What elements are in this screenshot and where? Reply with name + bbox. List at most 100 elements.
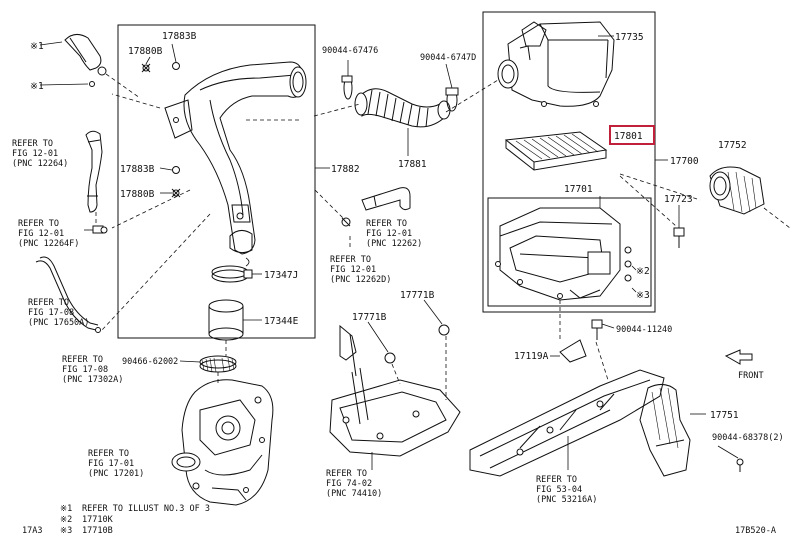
svg-text:REFER TO: REFER TO xyxy=(18,219,59,229)
legend-text-2: 17710K xyxy=(82,515,114,525)
legend-text-3: 17710B xyxy=(82,526,113,536)
bracket-17119a xyxy=(550,339,587,363)
clamp-12264f xyxy=(84,225,108,234)
label-17700: 17700 xyxy=(670,156,699,167)
label-17735: 17735 xyxy=(615,32,644,43)
breather-hose-12264 xyxy=(85,130,103,213)
reference-r6: REFER TO FIG 12-01 (PNC 12262) xyxy=(366,219,422,249)
label-17882: 17882 xyxy=(331,164,360,175)
svg-text:(PNC 17201): (PNC 17201) xyxy=(88,469,144,479)
svg-text:FIG 12-01: FIG 12-01 xyxy=(366,229,412,239)
front-arrow xyxy=(724,349,753,365)
svg-text:REFER TO: REFER TO xyxy=(536,475,577,485)
reference-r3: REFER TO FIG 17-08 (PNC 17650A) xyxy=(28,298,89,328)
label-17344e: 17344E xyxy=(264,316,299,327)
label-90466-62002: 90466-62002 xyxy=(122,357,178,367)
label-90044-68378: 90044-68378(2) xyxy=(712,433,784,443)
legend-text-1: REFER TO ILLUST NO.3 OF 3 xyxy=(82,504,210,514)
label-90044-11240: 90044-11240 xyxy=(616,325,672,335)
svg-text:(PNC 12262): (PNC 12262) xyxy=(366,239,422,249)
reference-r5: REFER TO FIG 17-01 (PNC 17201) xyxy=(88,449,144,479)
marker-1a: ※1 xyxy=(30,41,44,52)
air-cleaner-frame xyxy=(482,11,656,313)
svg-text:FIG 53-04: FIG 53-04 xyxy=(536,485,582,495)
svg-text:REFER TO: REFER TO xyxy=(366,219,407,229)
air-hose-17881 xyxy=(354,88,451,156)
svg-text:REFER TO: REFER TO xyxy=(330,255,371,265)
marker-1b: ※1 xyxy=(30,81,44,92)
bracket-74410 xyxy=(329,367,461,470)
clamps-17880b-17883b xyxy=(141,43,181,198)
label-17771b-right: 17771B xyxy=(400,290,435,301)
footer-left-code: 17A3 xyxy=(22,526,42,536)
svg-text:(PNC 53216A): (PNC 53216A) xyxy=(536,495,597,505)
reference-r9: REFER TO FIG 53-04 (PNC 53216A) xyxy=(536,475,597,505)
marker-3: ※3 xyxy=(636,290,650,301)
clip-90044-68378 xyxy=(717,445,744,472)
clamps-90044 xyxy=(341,60,459,112)
intake-pipe-frame xyxy=(117,24,316,339)
label-17347j: 17347J xyxy=(264,270,298,281)
legend: ※1 REFER TO ILLUST NO.3 OF 3 ※2 17710K ※… xyxy=(60,504,210,536)
label-17771b-left: 17771B xyxy=(352,312,387,323)
support-53216a xyxy=(469,369,665,477)
grommets xyxy=(624,246,637,293)
duct-17751 xyxy=(639,384,706,477)
svg-text:REFER TO: REFER TO xyxy=(62,355,103,365)
label-90044-6747d: 90044-6747D xyxy=(420,53,476,63)
svg-text:FIG 17-08: FIG 17-08 xyxy=(28,308,74,318)
svg-text:FIG 17-08: FIG 17-08 xyxy=(62,365,108,375)
svg-text:REFER TO: REFER TO xyxy=(88,449,129,459)
relation-lines xyxy=(95,79,701,400)
label-17701: 17701 xyxy=(564,184,593,195)
svg-text:REFER TO: REFER TO xyxy=(28,298,69,308)
label-17801: 17801 xyxy=(614,131,643,142)
marker-2: ※2 xyxy=(636,266,650,277)
legend-mark-1: ※1 xyxy=(60,504,72,514)
svg-text:(PNC 12264): (PNC 12264) xyxy=(12,159,68,169)
part-labels: 17883B 17880B 90044-67476 90044-6747D 17… xyxy=(120,31,784,443)
brackets-17771b xyxy=(339,299,450,377)
highlight-17801 xyxy=(609,125,655,145)
reference-r4: REFER TO FIG 17-08 (PNC 17302A) xyxy=(62,355,123,385)
svg-text:FIG 74-02: FIG 74-02 xyxy=(326,479,372,489)
label-17751: 17751 xyxy=(710,410,739,421)
svg-text:FIG 17-01: FIG 17-01 xyxy=(88,459,134,469)
markers: ※1 ※1 ※2 ※3 xyxy=(30,41,650,301)
front-label: FRONT xyxy=(738,371,764,381)
clamp-17347j xyxy=(211,265,262,283)
label-17723: 17723 xyxy=(664,194,693,205)
duct-17752 xyxy=(709,166,791,229)
label-17119a: 17119A xyxy=(514,351,549,362)
air-filter-17801 xyxy=(504,131,608,171)
bolt-90044-11240 xyxy=(591,319,615,340)
label-17880b-top: 17880B xyxy=(128,46,163,57)
svg-text:FIG 12-01: FIG 12-01 xyxy=(330,265,376,275)
hose-17344e xyxy=(208,299,262,341)
svg-text:FIG 12-01: FIG 12-01 xyxy=(18,229,64,239)
svg-text:(PNC 12262D): (PNC 12262D) xyxy=(330,275,391,285)
hose-17650a xyxy=(35,256,101,333)
legend-mark-2: ※2 xyxy=(60,515,72,525)
svg-text:(PNC 17650A): (PNC 17650A) xyxy=(28,318,89,328)
turbocharger-17201 xyxy=(171,379,274,506)
clamp-90466-62002 xyxy=(179,355,237,373)
svg-text:REFER TO: REFER TO xyxy=(326,469,367,479)
bolt-17723 xyxy=(619,175,685,248)
svg-text:(PNC 74410): (PNC 74410) xyxy=(326,489,382,499)
air-cleaner-cap-17735 xyxy=(497,21,615,107)
upper-hose xyxy=(39,34,141,99)
hose-12262 xyxy=(314,187,411,227)
reference-r8: REFER TO FIG 74-02 (PNC 74410) xyxy=(326,469,382,499)
svg-text:REFER TO: REFER TO xyxy=(12,139,53,149)
reference-r2: REFER TO FIG 12-01 (PNC 12264F) xyxy=(18,219,79,249)
reference-r1: REFER TO FIG 12-01 (PNC 12264) xyxy=(12,139,68,169)
svg-text:(PNC 17302A): (PNC 17302A) xyxy=(62,375,123,385)
footer-illustration-number: 17B520-A xyxy=(735,526,776,536)
intake-pipe-17882 xyxy=(164,61,307,267)
label-17881: 17881 xyxy=(398,159,427,170)
frame-leaders xyxy=(315,159,668,208)
air-cleaner-case-frame xyxy=(487,197,652,307)
